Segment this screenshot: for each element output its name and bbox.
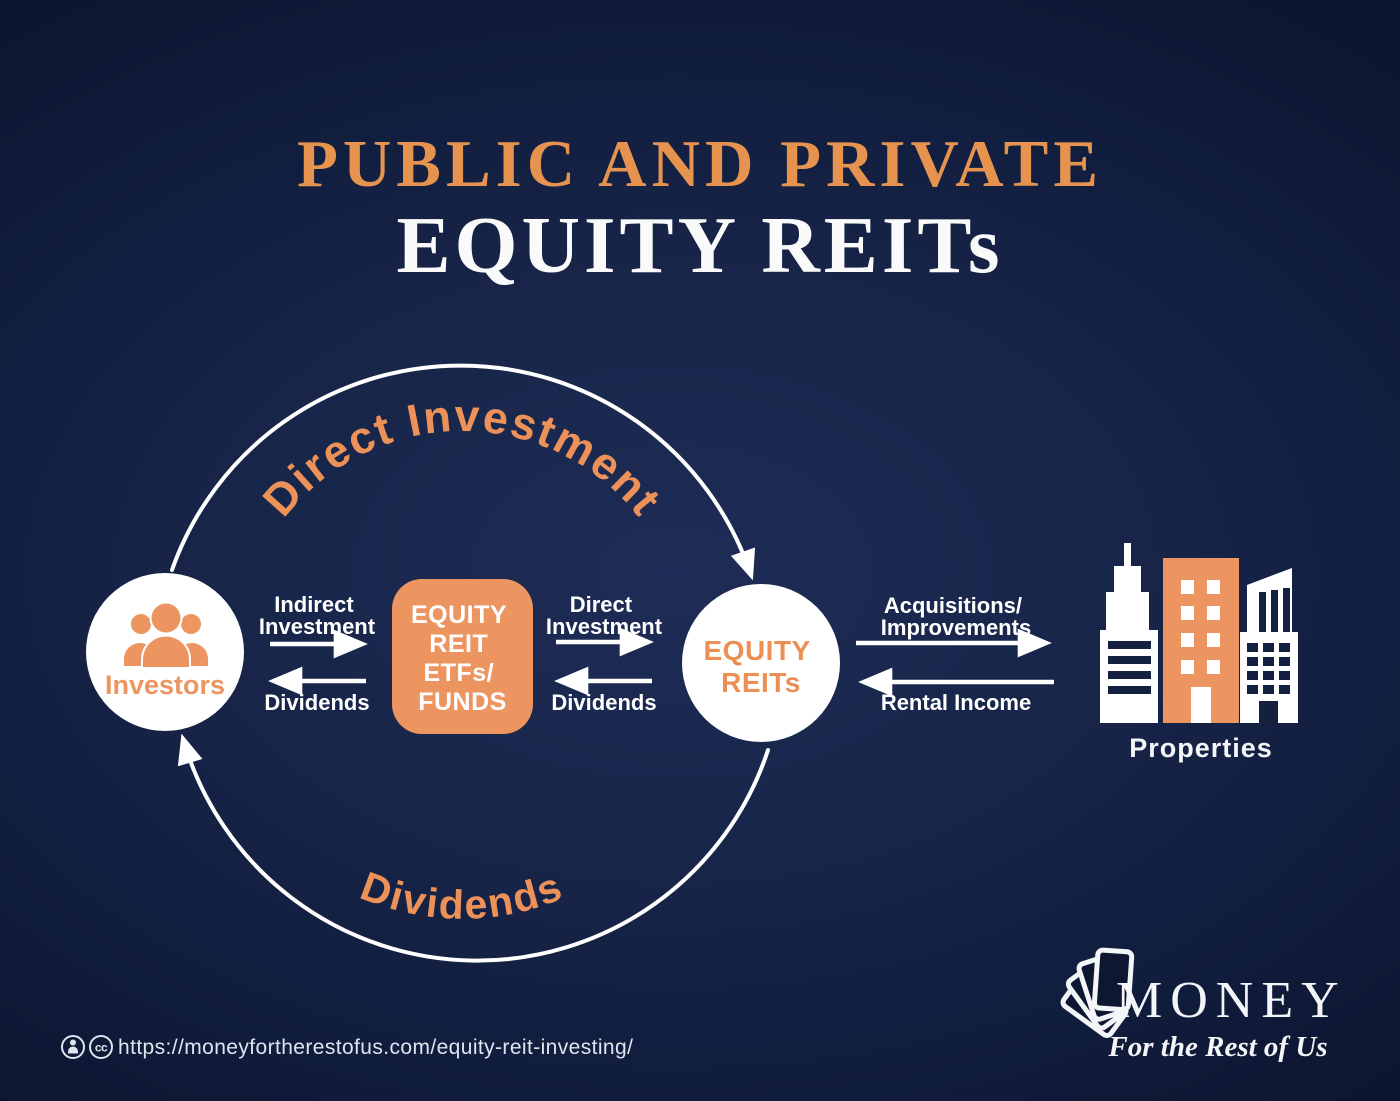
equity-reits-node: EQUITY REITs: [682, 584, 840, 742]
building-right-icon: [1240, 568, 1298, 723]
equity-reits-label: EQUITY REITs: [703, 635, 818, 698]
page-title-line1: PUBLIC AND PRIVATE: [297, 127, 1103, 201]
dividends-arc: [177, 733, 770, 963]
label-indirect-investment: Indirect Investment: [259, 592, 376, 639]
source-url: https://moneyfortherestofus.com/equity-r…: [118, 1036, 633, 1059]
label-direct-investment: Direct Investment: [546, 592, 663, 639]
direct-investment-arc: [170, 363, 756, 581]
building-left-icon: [1100, 543, 1158, 723]
money-tagline: For the Rest of Us: [1107, 1031, 1327, 1063]
properties-label: Properties: [1129, 733, 1273, 763]
money-logo: MONEY For the Rest of Us: [1060, 947, 1347, 1063]
etf-funds-box: EQUITY REIT ETFs/ FUNDS: [392, 579, 533, 734]
people-group-icon: [124, 601, 208, 669]
money-wordmark: MONEY: [1116, 972, 1347, 1029]
equity-reits-circle: [682, 584, 840, 742]
cc-license-icon: cc: [89, 1035, 113, 1059]
label-dividends-mid: Dividends: [551, 690, 656, 715]
investors-node: Investors: [86, 573, 244, 731]
etf-funds-label: EQUITY REIT ETFs/ FUNDS: [411, 601, 514, 716]
investors-label: Investors: [105, 670, 225, 700]
building-middle-icon: [1163, 558, 1239, 723]
label-acquisitions: Acquisitions/ Improvements: [881, 593, 1031, 640]
label-rental-income: Rental Income: [881, 690, 1031, 715]
arc-label-direct-investment: Direct Investment: [253, 390, 672, 526]
svg-text:cc: cc: [95, 1041, 108, 1055]
etf-funds-box-shape: [392, 579, 533, 734]
cc-attribution-icon: [61, 1035, 85, 1059]
buildings-icon: Properties: [1100, 543, 1298, 763]
arc-label-dividends: Dividends: [355, 863, 570, 928]
money-fan-icon: [1060, 947, 1135, 1039]
label-dividends-left: Dividends: [264, 690, 369, 715]
page-title-line2: EQUITY REITs: [397, 200, 1004, 290]
